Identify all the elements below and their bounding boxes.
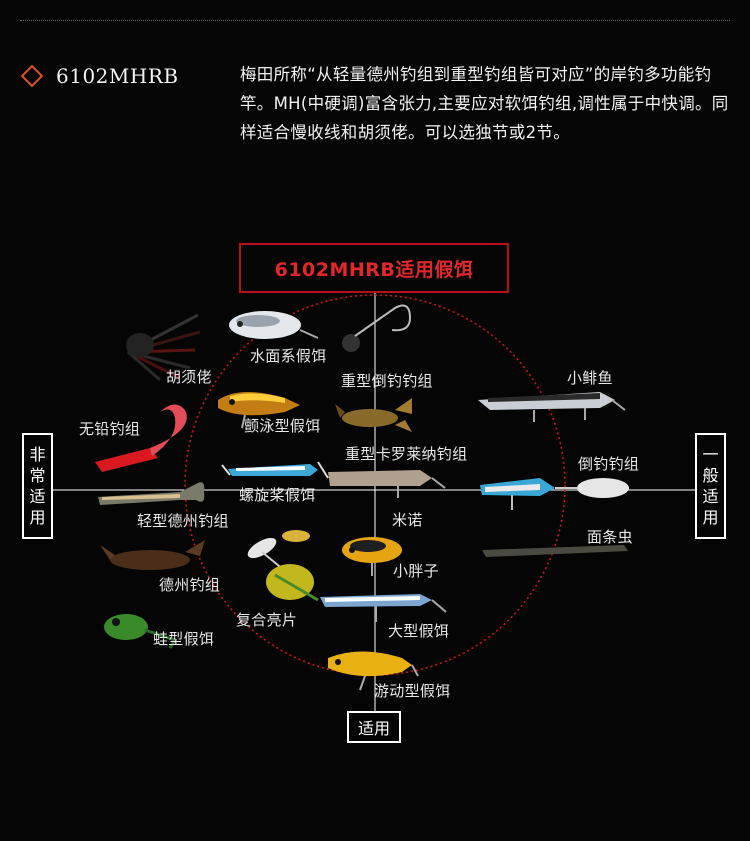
heavy-jig-head-icon [342,304,412,352]
fat-crank-icon [342,537,402,576]
lure-label: 颤泳型假饵 [244,417,321,435]
axis-label-left: 非 常 适 用 [22,433,53,539]
lure-label: 面条虫 [587,528,633,546]
lure-label: 复合亮片 [236,611,298,629]
axis-label-right: 一 般 适 用 [695,433,726,539]
diagram-title: 6102MHRB适用假饵 [239,243,509,293]
frog-lure-icon [104,614,178,649]
prop-bait-icon [221,461,329,479]
lure-label: 重型卡罗莱纳钓组 [345,445,468,463]
lure-label: 游动型假饵 [374,682,451,700]
wiggle-crank-icon [218,391,300,429]
swimbait-icon [98,482,205,505]
swimming-crank-icon [328,651,419,691]
spinnerbait-icon [247,530,319,602]
lure-label: 蛙型假饵 [153,630,215,648]
top-divider [20,20,730,21]
minnow-lure-icon [478,392,626,422]
lure-label: 小胖子 [393,562,439,580]
lure-label: 大型假饵 [388,622,450,640]
stick-worm-icon [482,545,628,557]
lure-label: 重型倒钓钓组 [341,372,433,390]
axis-label-bottom: 适用 [347,711,401,743]
baitfish-lure-icon [328,470,446,498]
lipless-crank-icon [480,478,629,510]
craw-bait-icon [100,540,205,570]
lure-label: 米诺 [392,511,423,529]
model-description: 梅田所称“从轻量德州钓组到重型钓组皆可对应”的岸钓多功能钓竿。MH(中硬调)富含… [240,65,729,142]
lure-label: 水面系假饵 [250,347,327,365]
lure-label: 螺旋桨假饵 [239,486,316,504]
lure-label: 小鲱鱼 [567,369,613,387]
rubber-jig-icon [126,313,201,382]
lure-label: 德州钓组 [159,576,221,594]
lure-label: 无铅钓组 [79,420,141,438]
glide-bait-icon [320,594,447,622]
lure-label: 倒钓钓组 [578,455,640,473]
model-name: 6102MHRB [56,64,179,88]
lure-label: 轻型德州钓组 [137,512,229,530]
suitability-ring [184,294,566,676]
curly-tail-grub-icon [95,404,187,472]
creature-bait-icon [335,398,412,432]
topwater-lure-icon [229,311,319,339]
lure-label: 胡须佬 [166,368,212,386]
model-heading: 6102MHRB [20,64,179,88]
